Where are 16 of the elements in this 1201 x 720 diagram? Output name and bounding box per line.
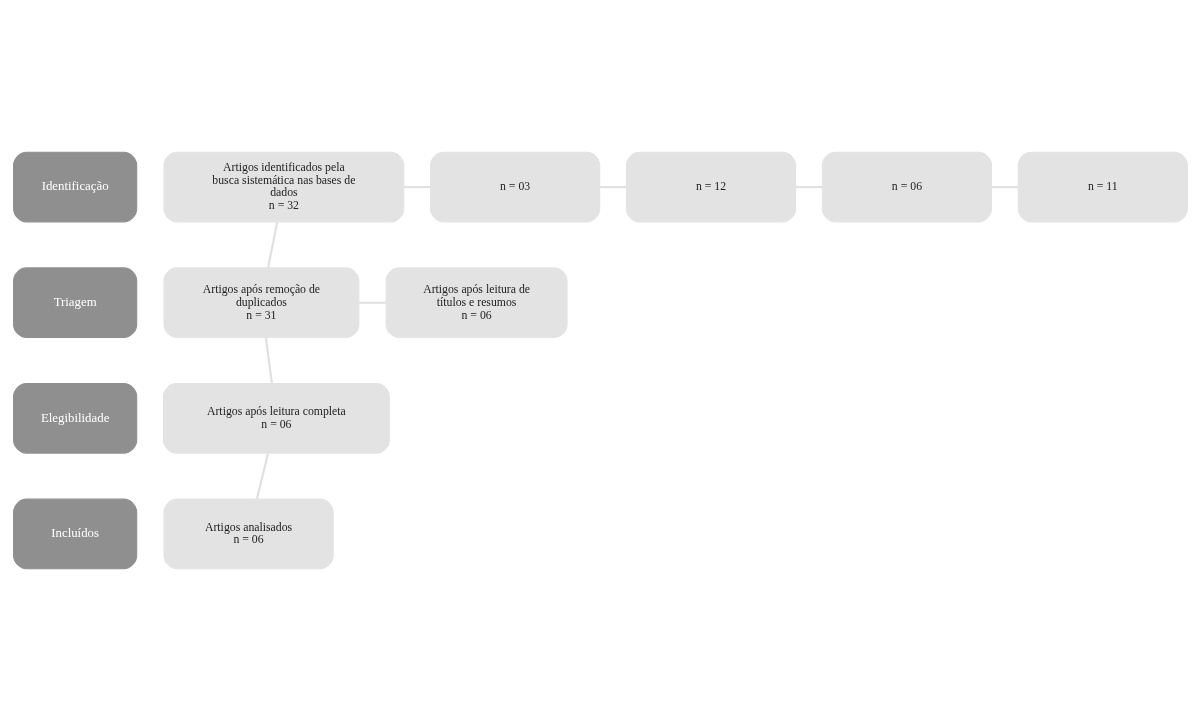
node-box: n = 12 [625,151,797,222]
node-box: n = 03 [430,151,601,222]
connector [264,336,273,384]
node-box: Incluídos [13,498,138,569]
node-box: Elegibilidade [13,382,138,454]
node-box: Artigos após leitura de títulos e resumos n = 06 [385,266,568,338]
connector [267,221,279,268]
node-box: Artigos após leitura completa n = 06 [162,382,390,454]
node-box: Artigos após remoção de duplicados n = 31 [163,266,360,338]
node-box: Artigos identificados pela busca sistemática nas bases de dados n = 32 [163,151,405,222]
node-box: Identificação [13,151,138,222]
connector [255,452,270,499]
node-box: n = 11 [1017,151,1188,222]
node-box: n = 06 [821,151,993,222]
node-box: Artigos analisados n = 06 [163,498,334,569]
node-box: Triagem [13,266,138,338]
